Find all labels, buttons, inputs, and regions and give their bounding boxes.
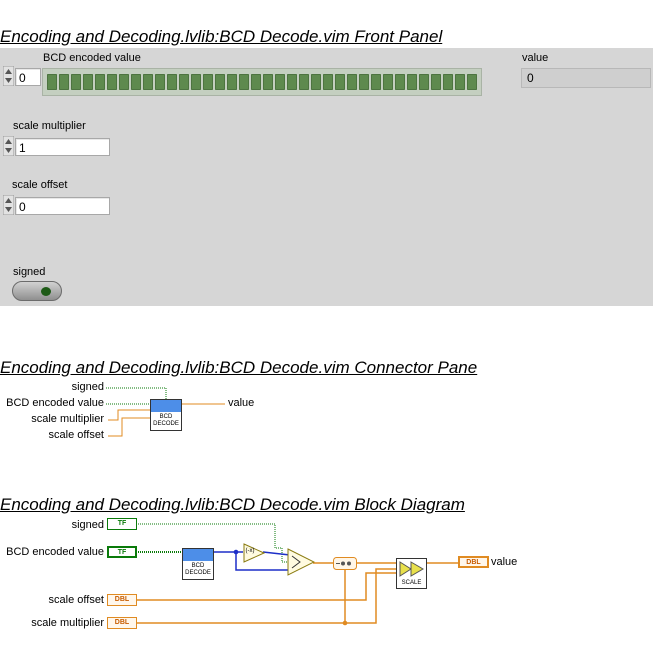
to-more-specific-node[interactable] [333, 557, 359, 570]
boolean-led[interactable] [467, 74, 477, 90]
value-label: value [522, 52, 549, 64]
boolean-led[interactable] [383, 74, 393, 90]
bcd-encoded-value-array[interactable] [42, 68, 482, 96]
boolean-led[interactable] [359, 74, 369, 90]
signed-label: signed [13, 266, 46, 278]
signed-terminal[interactable]: TF [107, 518, 137, 530]
scale-offset-label: scale offset [12, 179, 68, 191]
bd-value-label: value [491, 556, 518, 568]
boolean-led[interactable] [83, 74, 93, 90]
boolean-led[interactable] [167, 74, 177, 90]
boolean-led[interactable] [203, 74, 213, 90]
icon-text-decode: DECODE [153, 421, 179, 427]
scale-text: SCALE [401, 580, 422, 586]
scale-multiplier-spinner[interactable] [3, 136, 14, 156]
boolean-led[interactable] [179, 74, 189, 90]
scale-triangle-icon [399, 561, 424, 577]
boolean-led[interactable] [443, 74, 453, 90]
cp-bcd-label: BCD encoded value [6, 397, 104, 409]
bd-scale-offset-label: scale offset [48, 594, 104, 606]
subvi-text-decode: DECODE [185, 570, 211, 576]
cp-value-label: value [228, 397, 255, 409]
icon-text-bcd: BCD [159, 414, 173, 420]
boolean-led[interactable] [335, 74, 345, 90]
boolean-led[interactable] [395, 74, 405, 90]
bcd-encoded-value-terminal[interactable]: TF [107, 546, 137, 558]
boolean-led[interactable] [95, 74, 105, 90]
boolean-led[interactable] [107, 74, 117, 90]
boolean-led[interactable] [323, 74, 333, 90]
negate-node[interactable] [243, 543, 265, 563]
bd-bcd-label: BCD encoded value [6, 546, 104, 558]
bcd-encoded-value-label: BCD encoded value [43, 52, 141, 64]
cp-signed-label: signed [71, 381, 104, 393]
boolean-led[interactable] [215, 74, 225, 90]
scale-offset-field[interactable]: 0 [15, 197, 110, 215]
cp-scale-offset-label: scale offset [48, 429, 104, 441]
subvi-text-bcd: BCD [191, 563, 205, 569]
boolean-led[interactable] [347, 74, 357, 90]
scale-multiplier-field[interactable]: 1 [15, 138, 110, 156]
boolean-led[interactable] [131, 74, 141, 90]
boolean-led[interactable] [371, 74, 381, 90]
scale-multiplier-terminal[interactable]: DBL [107, 617, 137, 629]
boolean-led[interactable] [119, 74, 129, 90]
boolean-led[interactable] [143, 74, 153, 90]
select-node[interactable] [287, 548, 315, 576]
boolean-led[interactable] [407, 74, 417, 90]
boolean-led[interactable] [155, 74, 165, 90]
value-indicator-terminal[interactable]: DBL [458, 556, 489, 568]
boolean-led[interactable] [431, 74, 441, 90]
boolean-led[interactable] [71, 74, 81, 90]
scale-offset-terminal[interactable]: DBL [107, 594, 137, 606]
boolean-led[interactable] [287, 74, 297, 90]
negate-symbol: (-x) [245, 548, 255, 554]
boolean-led[interactable] [191, 74, 201, 90]
boolean-led[interactable] [47, 74, 57, 90]
boolean-led[interactable] [239, 74, 249, 90]
array-index-spinner[interactable] [3, 66, 14, 86]
array-index-field[interactable]: 0 [15, 68, 41, 86]
boolean-led[interactable] [251, 74, 261, 90]
boolean-led[interactable] [455, 74, 465, 90]
value-indicator: 0 [521, 68, 651, 88]
bd-signed-label: signed [71, 519, 104, 531]
front-panel-title: Encoding and Decoding.lvlib:BCD Decode.v… [0, 27, 443, 46]
cp-scale-multiplier-label: scale multiplier [31, 413, 104, 425]
scale-subvi-icon[interactable]: SCALE [396, 558, 427, 589]
signed-toggle-button[interactable] [12, 281, 62, 301]
block-diagram-title: Encoding and Decoding.lvlib:BCD Decode.v… [0, 495, 465, 514]
boolean-led[interactable] [419, 74, 429, 90]
boolean-led[interactable] [59, 74, 69, 90]
connector-pane-title: Encoding and Decoding.lvlib:BCD Decode.v… [0, 358, 478, 377]
boolean-led[interactable] [299, 74, 309, 90]
boolean-led[interactable] [275, 74, 285, 90]
boolean-led[interactable] [227, 74, 237, 90]
boolean-led[interactable] [311, 74, 321, 90]
boolean-led[interactable] [263, 74, 273, 90]
scale-offset-spinner[interactable] [3, 195, 14, 215]
bd-scale-multiplier-label: scale multiplier [31, 617, 104, 629]
led-dot [41, 287, 51, 296]
scale-multiplier-label: scale multiplier [13, 120, 86, 132]
